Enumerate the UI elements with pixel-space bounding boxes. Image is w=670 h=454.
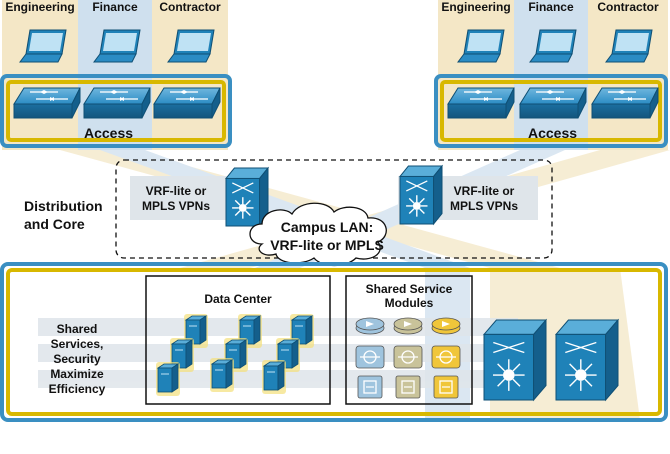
- vrf-label-left: VRF-lite or MPLS VPNs: [142, 184, 211, 213]
- multilayer-switch-icon: [554, 318, 620, 402]
- service-modules: [355, 317, 461, 399]
- campus-lan-label: Campus LAN: VRF-lite or MPLS: [270, 219, 384, 253]
- multilayer-switch-icon: [482, 318, 548, 402]
- firewall-module-icon: [393, 317, 423, 335]
- access-label-left: Access: [84, 125, 134, 141]
- core-switches: [482, 318, 620, 402]
- laptop-icon: [457, 29, 505, 63]
- workgroup-switch-icon: [519, 87, 587, 119]
- access-switches: [13, 87, 659, 119]
- multilayer-switch-icon: [398, 164, 444, 226]
- distribution-core-boundary: [115, 159, 553, 259]
- data-center-label: Data Center: [204, 292, 272, 306]
- vrf-label-right: VRF-lite or MPLS VPNs: [450, 184, 519, 213]
- data-center-frame: [0, 262, 668, 422]
- laptops: [19, 29, 653, 63]
- laptop-icon: [19, 29, 67, 63]
- distribution-core-label: Distribution and Core: [24, 198, 103, 232]
- content-switch-module-icon: [393, 345, 423, 369]
- data-center-box: [145, 275, 331, 405]
- group-label-finance-left: Finance: [92, 0, 138, 14]
- server-icon: [262, 360, 286, 394]
- group-label-contractor-right: Contractor: [597, 0, 659, 14]
- service-modules-box: [345, 275, 473, 405]
- server-icon: [156, 362, 180, 396]
- distribution-switches: [224, 164, 444, 228]
- workgroup-switch-icon: [447, 87, 515, 119]
- workgroup-switch-icon: [153, 87, 221, 119]
- server-icon: [210, 358, 234, 392]
- laptop-icon: [605, 29, 653, 63]
- content-switch-module-icon: [431, 345, 461, 369]
- content-switch-module-icon: [355, 345, 385, 369]
- group-label-engineering-right: Engineering: [441, 0, 511, 14]
- access-frame-right: [434, 74, 668, 148]
- ssl-module-icon: [357, 375, 383, 399]
- shared-service-modules-label: Shared Service Modules: [365, 282, 453, 310]
- firewall-module-icon: [355, 317, 385, 335]
- servers: [156, 314, 314, 396]
- group-label-contractor-left: Contractor: [159, 0, 221, 14]
- multilayer-switch-icon: [224, 166, 270, 228]
- shared-services-label: Shared Services, Security Maximize Effic…: [48, 322, 106, 396]
- group-label-engineering-left: Engineering: [5, 0, 75, 14]
- access-frame-left: [0, 74, 232, 148]
- laptop-icon: [93, 29, 141, 63]
- firewall-module-icon: [431, 317, 461, 335]
- workgroup-switch-icon: [13, 87, 81, 119]
- ssl-module-icon: [395, 375, 421, 399]
- workgroup-switch-icon: [591, 87, 659, 119]
- laptop-icon: [529, 29, 577, 63]
- laptop-icon: [167, 29, 215, 63]
- group-label-finance-right: Finance: [528, 0, 574, 14]
- ssl-module-icon: [433, 375, 459, 399]
- workgroup-switch-icon: [83, 87, 151, 119]
- access-label-right: Access: [528, 125, 578, 141]
